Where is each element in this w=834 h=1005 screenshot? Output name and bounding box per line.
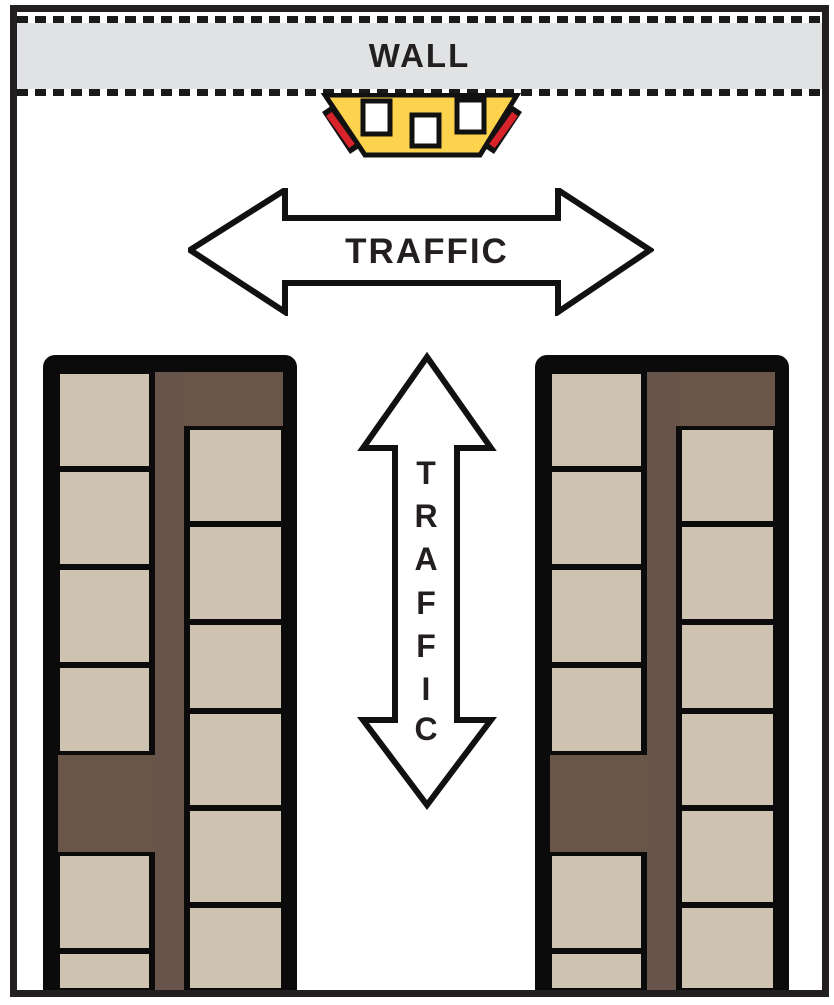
pallet-box [58,568,151,664]
pallet-box [550,372,643,468]
pallet-box [58,372,151,468]
pallet-box [188,623,283,710]
empty-slot [550,755,647,852]
traffic-vertical-letter-3: A [414,541,437,577]
pallet-box [188,525,283,621]
traffic-arrow-horizontal: TRAFFIC [188,188,654,316]
pallet-box [188,712,283,807]
vehicle-window-left [360,98,393,137]
rack-center-aisle [647,372,676,990]
vehicle-left-marker-stripe [326,111,355,149]
pallet-box [58,854,151,950]
traffic-vertical-letter-7: C [414,711,437,747]
pallet-box [550,854,643,950]
pallet-box [680,712,775,807]
traffic-horizontal-label: TRAFFIC [345,232,509,271]
pallet-box [550,470,643,566]
pallet-box [188,809,283,904]
pallet-box [550,952,643,990]
wall-dashed-line-top [17,16,822,23]
traffic-vertical-letter-4: F [416,585,436,621]
rack-back-column [184,372,283,990]
vehicle-right-marker-stripe [489,111,518,149]
pallet-box [680,623,775,710]
rack-back-column [676,372,775,990]
pallet-box [58,470,151,566]
traffic-arrow-vertical: T R A F F I C [357,352,497,810]
rack-front-column [550,372,647,990]
pallet-box [58,952,151,990]
diagram-border: WALL TRAFFIC T R A F F I [10,5,829,997]
rack-center-aisle [155,372,184,990]
traffic-vertical-letter-6: I [422,671,431,707]
traffic-vertical-letter-1: T [416,455,436,491]
wall-surface: WALL [17,23,822,89]
pallet-box [188,906,283,990]
rack-interior [550,372,775,990]
vehicle-window-right [454,97,487,135]
pallet-box [680,809,775,904]
pallet-box [680,525,775,621]
horizontal-double-arrow-shape [188,188,654,316]
empty-slot [676,372,775,426]
pallet-box [680,428,775,523]
dock-vehicle-icon [320,93,522,158]
traffic-vertical-letter-5: F [416,628,436,664]
traffic-vertical-letter-2: R [414,498,437,534]
storage-rack-right [535,355,789,990]
rack-front-column [58,372,155,990]
vertical-double-arrow-shape [357,352,497,810]
empty-slot [184,372,283,426]
wall-label: WALL [368,37,471,74]
rack-interior [58,372,283,990]
vehicle-window-center [409,112,442,149]
pallet-box [550,666,643,753]
pallet-box [188,428,283,523]
pallet-box [680,906,775,990]
wall-zone: WALL [17,16,822,96]
pallet-box [58,666,151,753]
empty-slot [58,755,155,852]
pallet-box [550,568,643,664]
storage-rack-left [43,355,297,990]
